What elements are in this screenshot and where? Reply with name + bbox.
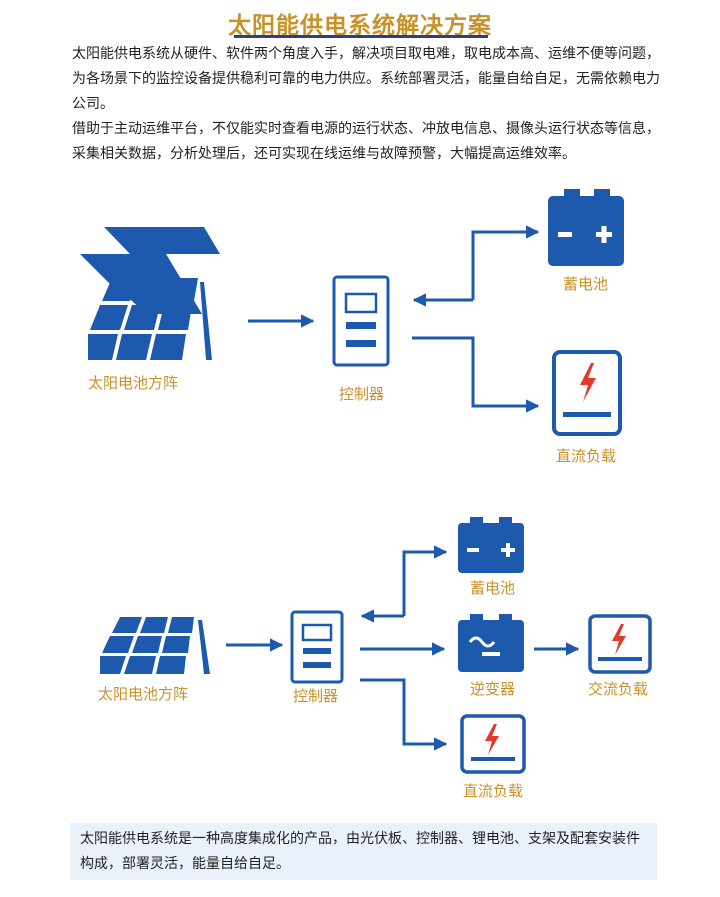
arrow-icon (471, 225, 540, 300)
controller-label: 控制器 (293, 687, 339, 705)
arrow-icon (412, 336, 540, 413)
page-title: 太阳能供电系统解决方案 (228, 13, 492, 39)
solar-array-label: 太阳电池方阵 (88, 374, 179, 392)
ac-load-label: 交流负载 (588, 680, 649, 698)
controller-icon (290, 610, 344, 684)
dc-load-icon (552, 350, 622, 436)
controller-icon (332, 275, 390, 367)
dc-load-label: 直流负载 (556, 447, 617, 465)
solar-panel-icon (100, 617, 210, 674)
intro-paragraph: 太阳能供电系统从硬件、软件两个角度入手，解决项目取电难，取电成本高、运维不便等问… (72, 46, 660, 112)
arrow-icon (402, 545, 448, 616)
solar-panel-icon (88, 278, 212, 360)
title-underline (234, 35, 488, 38)
battery-label: 蓄电池 (563, 275, 609, 293)
ac-load-icon (588, 614, 652, 674)
battery-label: 蓄电池 (470, 579, 516, 597)
summary-note: 太阳能供电系统是一种高度集成化的产品，由光伏板、控制器、锂电池、支架及配套安装件… (70, 823, 657, 880)
arrow-icon (360, 678, 448, 751)
dc-load-label: 直流负载 (463, 782, 524, 800)
battery-icon (458, 517, 524, 573)
platform-paragraph: 借助于主动运维平台，不仅能实时查看电源的运行状态、冲放电信息、摄像头运行状态等信… (72, 121, 660, 162)
inverter-label: 逆变器 (470, 680, 516, 698)
summary-text: 太阳能供电系统是一种高度集成化的产品，由光伏板、控制器、锂电池、支架及配套安装件… (80, 831, 640, 872)
battery-icon (548, 189, 624, 266)
solar-panel-icon (116, 258, 156, 282)
inverter-icon (458, 614, 524, 672)
solar-array-label: 太阳电池方阵 (98, 685, 189, 703)
controller-label: 控制器 (339, 385, 385, 403)
dc-load-icon (460, 714, 526, 774)
